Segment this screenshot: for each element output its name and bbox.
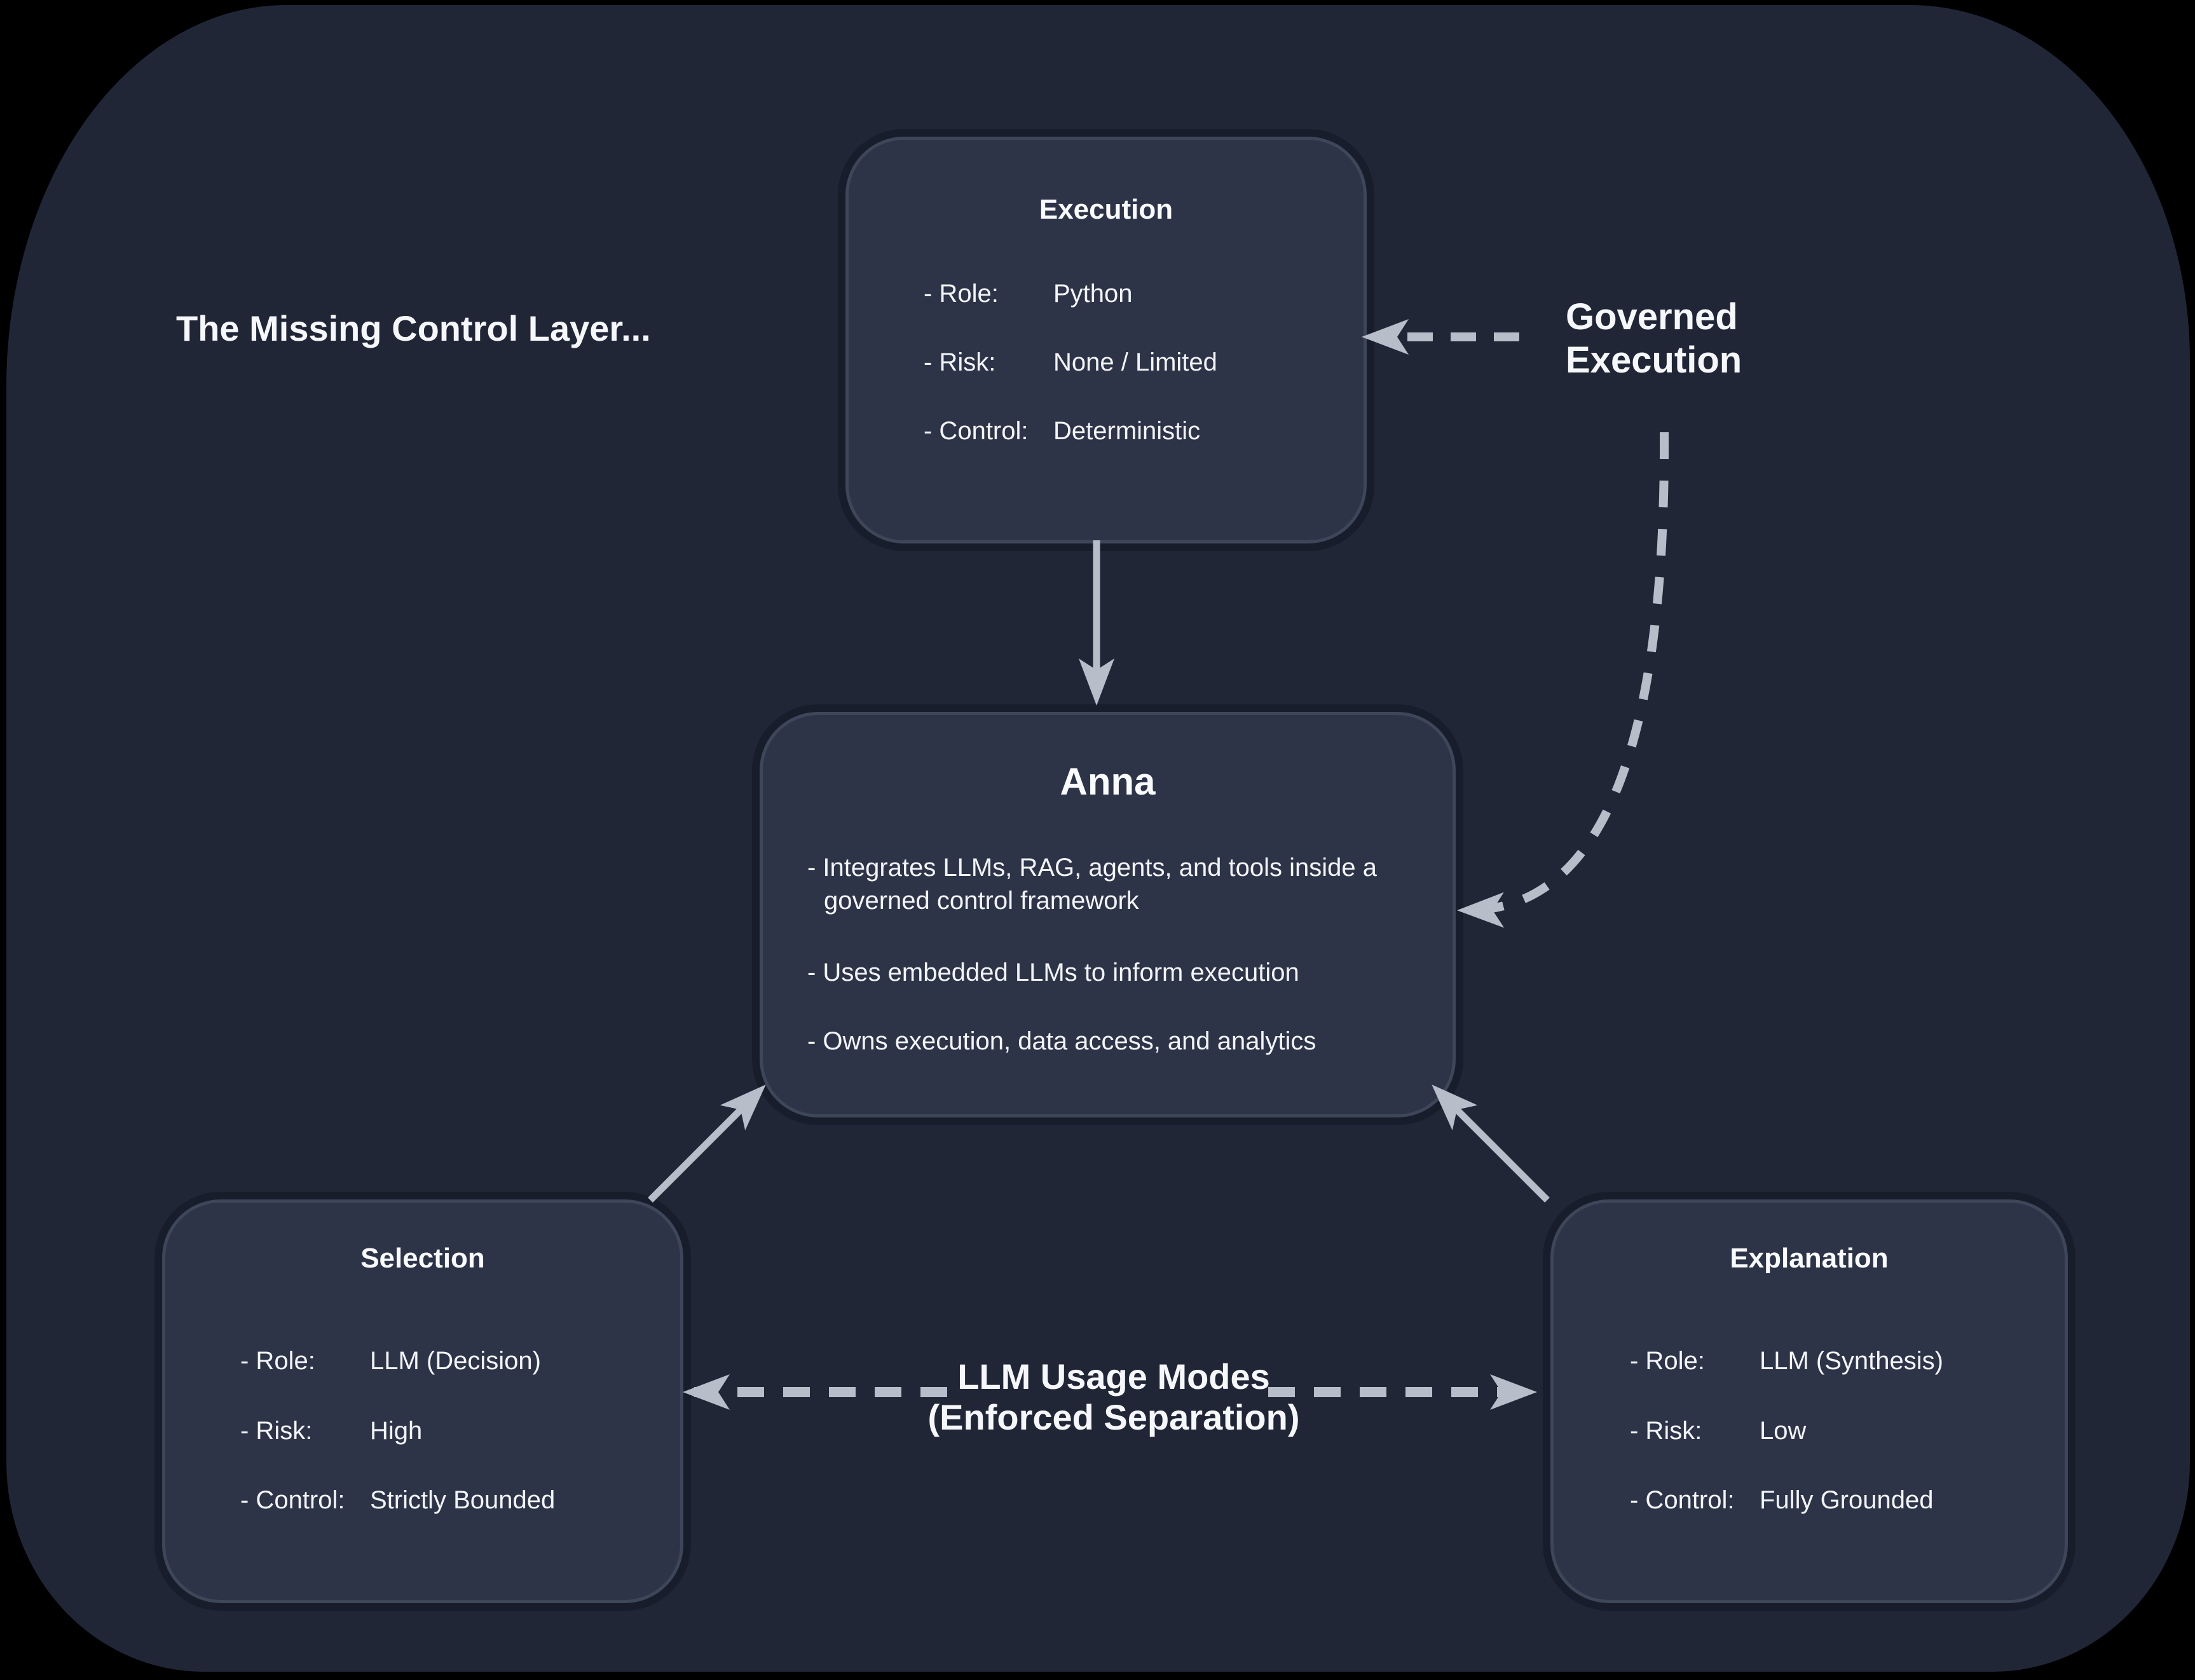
execution-risk-row: - Risk: None / Limited [924,347,1217,378]
llm-usage-modes-line1: LLM Usage Modes [957,1356,1270,1397]
execution-control-row: - Control: Deterministic [924,416,1200,446]
explanation-control-row: - Control: Fully Grounded [1630,1485,1933,1515]
anna-bullet-owns-execution: - Owns execution, data access, and analy… [807,1027,1316,1055]
selection-box-title: Selection [360,1243,485,1274]
explanation-control-value: Fully Grounded [1760,1486,1934,1514]
explanation-risk-value: Low [1760,1417,1807,1445]
selection-risk-row: - Risk: High [240,1416,422,1446]
governed-execution-line1: Governed [1566,296,1738,338]
selection-role-label: - Role: [240,1347,315,1375]
selection-risk-value: High [370,1417,423,1445]
llm-usage-modes-line2: (Enforced Separation) [927,1397,1300,1437]
execution-risk-label: - Risk: [924,348,996,376]
explanation-role-value: LLM (Synthesis) [1760,1347,1943,1375]
execution-control-label: - Control: [924,417,1029,445]
selection-control-label: - Control: [240,1486,345,1514]
selection-control-row: - Control: Strictly Bounded [240,1485,555,1515]
anna-bullet-integrates: - Integrates LLMs, RAG, agents, and tool… [807,854,1378,915]
explanation-role-label: - Role: [1630,1347,1705,1375]
explanation-box-title: Explanation [1730,1243,1889,1274]
execution-role-value: Python [1053,280,1133,308]
governed-execution-label: Governed Execution [1566,296,1742,382]
execution-box-title: Execution [1039,194,1173,225]
anna-box-title: Anna [1060,760,1156,803]
anna-box: Anna - Integrates LLMs, RAG, agents, and… [760,712,1456,1117]
execution-role-label: - Role: [924,280,999,308]
selection-box: Selection - Role: LLM (Decision) - Risk: H… [162,1199,683,1603]
page-title: The Missing Control Layer... [176,308,651,348]
diagram-panel: The Missing Control Layer... Governed Ex… [6,5,2190,1672]
selection-risk-label: - Risk: [240,1417,313,1445]
llm-usage-modes-label: LLM Usage Modes (Enforced Separation) [732,1356,1495,1438]
selection-control-value: Strictly Bounded [370,1486,556,1514]
explanation-risk-row: - Risk: Low [1630,1416,1806,1446]
execution-risk-value: None / Limited [1053,348,1217,376]
explanation-box: Explanation - Role: LLM (Synthesis) - Ris… [1550,1199,2068,1603]
selection-role-value: LLM (Decision) [370,1347,541,1375]
execution-box: Execution - Role: Python - Risk: None / Li… [845,137,1367,543]
explanation-role-row: - Role: LLM (Synthesis) [1630,1346,1943,1376]
anna-bullet-embedded-llms: - Uses embedded LLMs to inform execution [807,959,1299,987]
execution-role-row: - Role: Python [924,278,1133,309]
selection-role-row: - Role: LLM (Decision) [240,1346,541,1376]
explanation-risk-label: - Risk: [1630,1417,1702,1445]
explanation-control-label: - Control: [1630,1486,1735,1514]
execution-control-value: Deterministic [1053,417,1201,445]
governed-execution-line2: Execution [1566,339,1742,381]
